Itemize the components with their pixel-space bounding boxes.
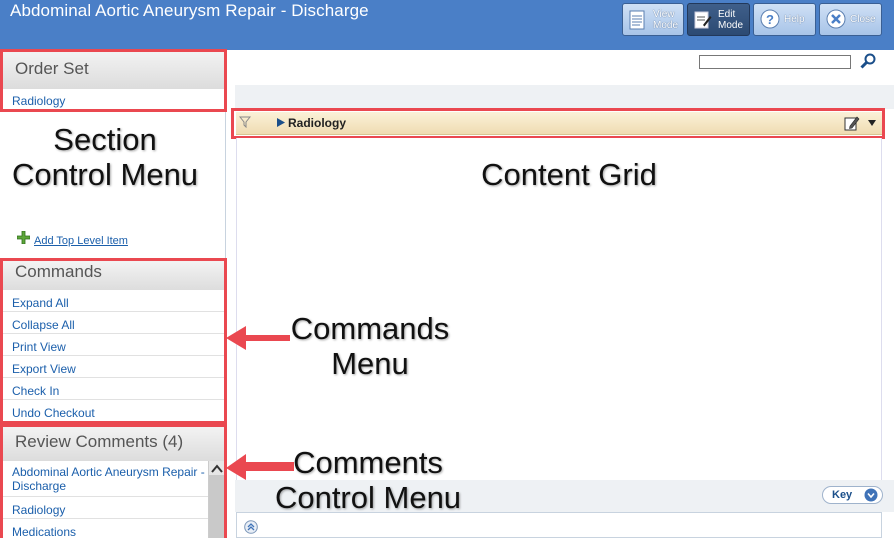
commands-header: Commands (2, 261, 224, 291)
comments-highlight (0, 424, 227, 538)
comment-item[interactable]: Radiology (2, 497, 208, 519)
section-label: Radiology (288, 116, 347, 130)
key-button[interactable]: Key (822, 486, 883, 504)
help-icon: ? (760, 9, 780, 32)
document-icon (629, 10, 645, 33)
comment-label[interactable]: Radiology (12, 503, 66, 517)
command-export-view[interactable]: Export View (2, 356, 224, 378)
command-label[interactable]: Print View (12, 340, 66, 354)
add-top-level-item-link[interactable]: Add Top Level Item (34, 235, 128, 247)
arrow-commands-icon (226, 326, 290, 350)
command-expand-all[interactable]: Expand All (2, 290, 224, 312)
content-grid-highlight (231, 108, 885, 139)
expand-arrow-icon[interactable] (277, 118, 285, 127)
help-label: Help (784, 14, 805, 25)
command-label[interactable]: Export View (12, 362, 76, 376)
command-collapse-all[interactable]: Collapse All (2, 312, 224, 334)
svg-text:?: ? (766, 12, 774, 27)
comments-scrollbar[interactable] (208, 461, 224, 538)
filter-icon[interactable] (239, 116, 251, 128)
bottom-toolbar (235, 480, 894, 512)
header-bar: Abdominal Aortic Aneurysm Repair - Disch… (0, 0, 894, 50)
order-set-highlight (0, 49, 227, 112)
order-set-header: Order Set (2, 51, 224, 89)
close-icon (826, 9, 846, 32)
command-check-in[interactable]: Check In (2, 378, 224, 400)
command-label[interactable]: Expand All (12, 296, 69, 310)
commands-highlight (0, 258, 227, 424)
order-set-item-label[interactable]: Radiology (12, 94, 66, 108)
close-label: Close (850, 14, 876, 25)
review-comments-header: Review Comments (4) (2, 427, 224, 461)
comment-item[interactable]: Abdominal Aortic Aneurysm Repair - Disch… (2, 461, 208, 497)
chevron-up-icon[interactable] (211, 464, 223, 473)
toolbar-gap (235, 85, 894, 109)
comment-label[interactable]: Abdominal Aortic Aneurysm Repair - Disch… (12, 465, 205, 493)
comment-item[interactable]: Medications (2, 519, 208, 538)
comment-label[interactable]: Medications (12, 525, 77, 538)
search-icon[interactable] (860, 53, 876, 74)
section-row-radiology[interactable]: Radiology (236, 112, 882, 135)
content-grid (236, 138, 882, 480)
add-icon (16, 230, 31, 249)
help-button[interactable]: ? Help (753, 3, 816, 36)
command-label[interactable]: Check In (12, 384, 60, 398)
annotation-content-grid: Content Grid (481, 157, 657, 192)
command-label[interactable]: Undo Checkout (12, 406, 95, 420)
edit-note-icon[interactable] (844, 115, 860, 131)
command-print-view[interactable]: Print View (2, 334, 224, 356)
dropdown-arrow-icon[interactable] (868, 120, 876, 126)
arrow-comments-icon (226, 454, 294, 480)
search-input[interactable] (699, 55, 851, 69)
command-label[interactable]: Collapse All (12, 318, 75, 332)
edit-icon (694, 10, 712, 33)
chevron-down-icon (864, 488, 878, 502)
close-button[interactable]: Close (819, 3, 882, 36)
key-label: Key (832, 489, 853, 501)
collapse-up-icon[interactable] (244, 520, 258, 534)
bottom-panel (236, 512, 882, 538)
scrollbar-thumb[interactable] (209, 475, 224, 538)
page-title: Abdominal Aortic Aneurysm Repair - Disch… (10, 1, 369, 20)
